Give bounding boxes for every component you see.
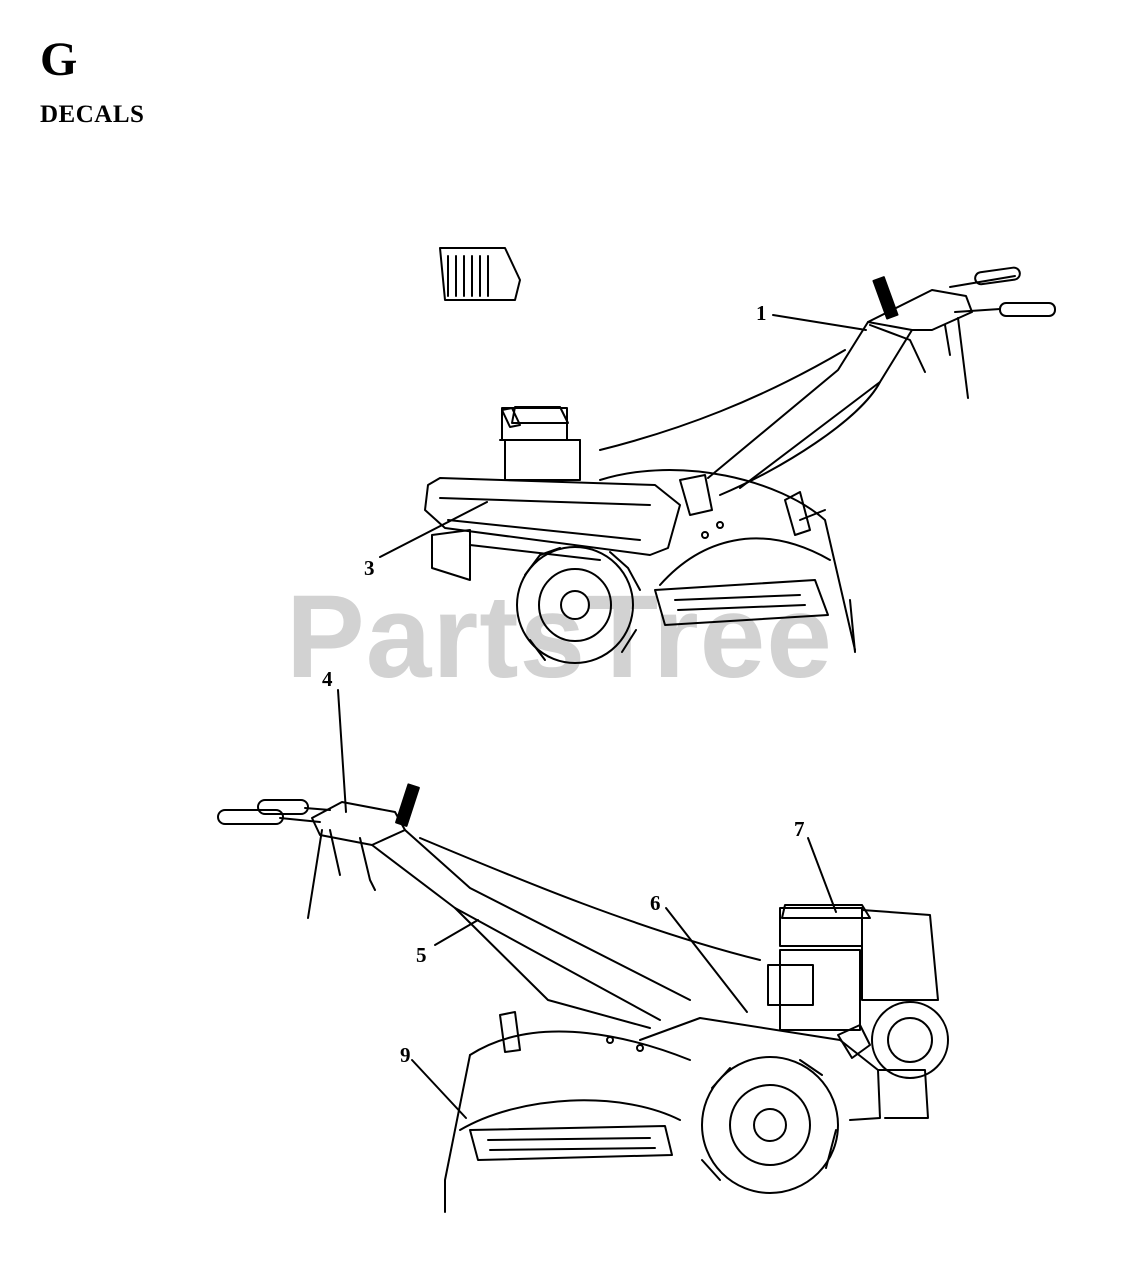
callout-4: 4 [322, 667, 333, 691]
section-letter: G [40, 33, 78, 86]
callout-6: 6 [650, 891, 661, 915]
tiller-bottom-view [217, 783, 949, 1213]
callout-leader-lines [337, 314, 867, 1119]
callout-3: 3 [364, 556, 375, 580]
callout-7: 7 [794, 817, 805, 841]
tiller-top-view [424, 247, 1056, 664]
section-title: DECALS [40, 101, 145, 128]
callout-5: 5 [416, 943, 427, 967]
callout-1: 1 [756, 301, 767, 325]
callout-9: 9 [400, 1043, 411, 1067]
